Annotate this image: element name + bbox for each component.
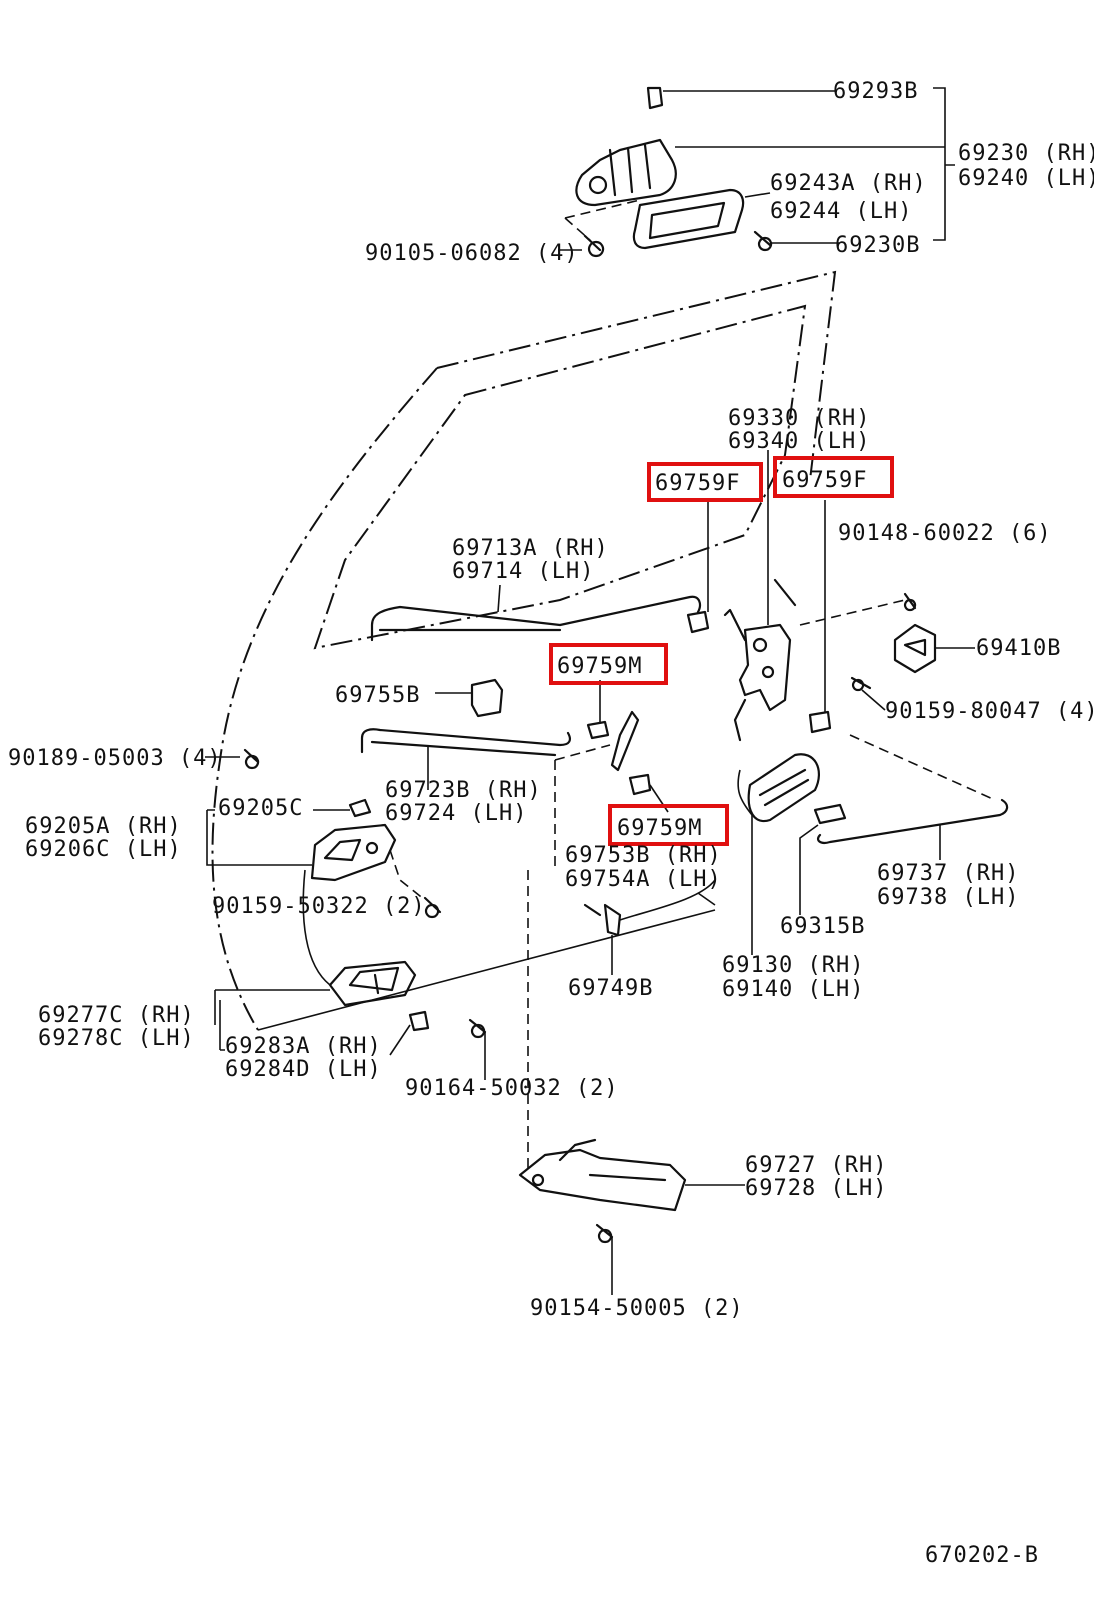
label-90148: 90148-60022 (6) <box>838 521 1052 546</box>
rod-69737-part <box>816 798 1009 844</box>
label-69278C: 69278C (LH) <box>38 1026 195 1051</box>
door-check-69727-part <box>518 1138 687 1212</box>
label-69714: 69714 (LH) <box>452 559 594 584</box>
label-69130: 69130 (RH) <box>722 953 864 978</box>
label-69759F-right: 69759F <box>782 468 867 493</box>
link-69749B-part <box>583 903 622 937</box>
highlight-box-69759M-upper <box>549 643 668 685</box>
label-69206C: 69206C (LH) <box>25 837 182 862</box>
label-69723B: 69723B (RH) <box>385 778 542 803</box>
label-69205C: 69205C <box>218 796 303 821</box>
striker-dashed-guide <box>799 599 906 626</box>
leader-69205A-bracket <box>206 809 312 866</box>
screw-90189-part <box>243 748 260 770</box>
leader-69243A <box>744 192 771 198</box>
label-69230: 69230 (RH) <box>958 141 1094 166</box>
label-69410B: 69410B <box>976 636 1061 661</box>
inside-handle-69277C-part <box>328 960 417 1007</box>
label-69737: 69737 (RH) <box>877 861 1019 886</box>
screw-90159-80047-part <box>850 676 872 692</box>
leader-69283A-curve <box>389 1024 411 1056</box>
clip-69759M-lower-part <box>628 773 652 796</box>
label-69713A: 69713A (RH) <box>452 536 609 561</box>
highlight-box-69759F-right <box>773 456 894 498</box>
label-69243A: 69243A (RH) <box>770 171 927 196</box>
outside-handle-part <box>575 138 677 207</box>
cylinder-69315B-part <box>813 803 847 825</box>
leader-69277C-bracket <box>214 989 330 1025</box>
highlight-box-69759F-left <box>647 462 763 502</box>
screw-69230B-part <box>753 230 773 252</box>
handle-dashed-guide <box>564 199 641 241</box>
handle-pad-part <box>632 188 745 250</box>
rod-69737-dashed-guide <box>849 734 996 801</box>
label-69759M-lower: 69759M <box>617 816 702 841</box>
label-69340: 69340 (LH) <box>728 429 870 454</box>
glass-run-rod-part <box>370 595 701 642</box>
leader-69130-curve <box>737 769 753 816</box>
label-69244: 69244 (LH) <box>770 199 912 224</box>
leader-69277C-curve <box>302 869 331 986</box>
lock-rod-69723B-part <box>360 728 571 757</box>
label-69277C: 69277C (RH) <box>38 1003 195 1028</box>
screw-90154-part <box>595 1223 614 1244</box>
screw-90105-part <box>583 234 605 258</box>
label-90159-80047: 90159-80047 (4) <box>885 699 1094 724</box>
screw-90164-part <box>468 1018 487 1039</box>
label-69738: 69738 (LH) <box>877 885 1019 910</box>
clip-69205C-part <box>348 798 372 818</box>
leader-69283A <box>219 1000 225 1051</box>
screw-90159-50322-part <box>423 896 442 919</box>
label-69315B: 69315B <box>780 914 865 939</box>
diagram-code: 670202-B <box>925 1543 1039 1568</box>
lock-actuator-69130-part <box>747 753 820 823</box>
leader-69753B <box>619 879 716 921</box>
bezel-69283A-part <box>408 1010 430 1032</box>
label-69205A: 69205A (RH) <box>25 814 182 839</box>
link-dashed-guide <box>554 744 611 870</box>
leader-69230-bracket <box>675 87 955 241</box>
inside-handle-69205A-part <box>310 823 397 882</box>
label-90164: 90164-50032 (2) <box>405 1076 619 1101</box>
screw-90148-part <box>903 592 917 612</box>
handle-screw-dashed-guide <box>389 849 426 901</box>
label-69755B: 69755B <box>335 683 420 708</box>
label-90105: 90105-06082 (4) <box>365 241 579 266</box>
label-69759F-left: 69759F <box>655 471 740 496</box>
clip-69759M-upper-part <box>586 720 610 740</box>
clip-69293B-part <box>646 86 664 110</box>
label-69727: 69727 (RH) <box>745 1153 887 1178</box>
bumper-69755B-part <box>470 678 504 718</box>
link-69753B-part <box>610 710 640 772</box>
label-69240: 69240 (LH) <box>958 166 1094 191</box>
label-69330: 69330 (RH) <box>728 406 870 431</box>
label-90189: 90189-05003 (4) <box>8 746 222 771</box>
door-lock-assembly-part <box>723 578 797 742</box>
label-69140: 69140 (LH) <box>722 977 864 1002</box>
leader-90159-80047 <box>861 689 886 711</box>
window-frame-outline <box>313 304 807 650</box>
label-69749B: 69749B <box>568 976 653 1001</box>
clip-69759F-left-part <box>686 610 710 634</box>
door-inner-lower <box>257 909 716 1031</box>
label-69753B: 69753B (RH) <box>565 843 722 868</box>
label-69759M-upper: 69759M <box>557 654 642 679</box>
label-90159-50322: 90159-50322 (2) <box>212 894 426 919</box>
label-69284D: 69284D (LH) <box>225 1057 382 1082</box>
clip-69759F-right-part <box>808 710 832 734</box>
label-90154: 90154-50005 (2) <box>530 1296 744 1321</box>
label-69728: 69728 (LH) <box>745 1176 887 1201</box>
label-69230B: 69230B <box>835 233 920 258</box>
label-69754A: 69754A (LH) <box>565 867 722 892</box>
striker-69410B-part <box>893 623 937 674</box>
label-69293B: 69293B <box>833 79 918 104</box>
highlight-box-69759M-lower <box>608 804 729 846</box>
leader-69713A <box>497 584 501 613</box>
label-69724: 69724 (LH) <box>385 801 527 826</box>
door-outer-outline <box>211 270 837 1031</box>
leader-69315B <box>799 824 819 915</box>
label-69283A: 69283A (RH) <box>225 1034 382 1059</box>
